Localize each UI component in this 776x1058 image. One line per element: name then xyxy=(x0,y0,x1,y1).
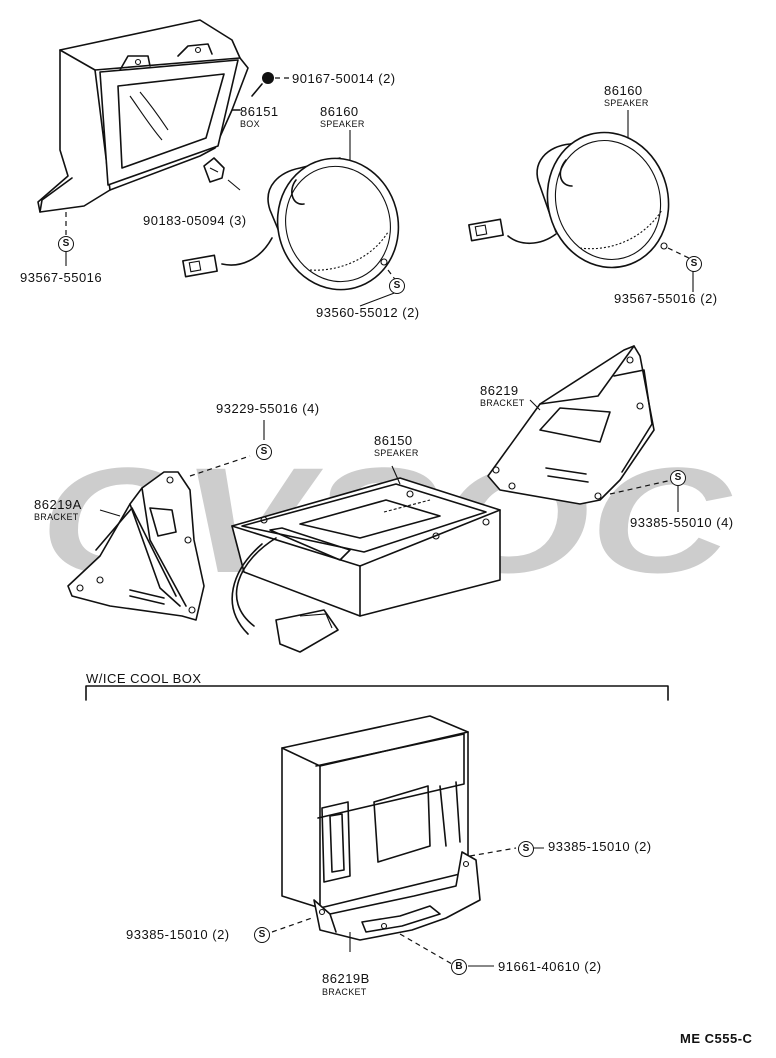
leader-86219 xyxy=(529,399,541,411)
speaker-86160-left xyxy=(182,157,400,291)
part-number-93567-right: 93567-55016 (2) xyxy=(614,291,718,306)
part-number-93567-left: 93567-55016 xyxy=(20,270,103,285)
part-number-86219a: 86219A xyxy=(34,497,82,512)
bracket-86219 xyxy=(487,345,655,505)
leader-91661 xyxy=(399,933,453,965)
clip-90183 xyxy=(203,157,225,183)
leader-86219a xyxy=(99,509,121,517)
leader-90183 xyxy=(227,179,241,191)
bracket-86219a xyxy=(67,471,205,621)
part-name-86150: SPEAKER xyxy=(374,448,419,458)
leader-93385-55010 xyxy=(609,479,673,495)
s-symbol-93385-15010-right: S xyxy=(518,841,534,857)
section-title: W/ICE COOL BOX xyxy=(86,671,202,686)
part-number-93385-15010-left: 93385-15010 (2) xyxy=(126,927,230,942)
b-symbol-91661: B xyxy=(451,959,467,975)
speaker-86150 xyxy=(231,477,501,653)
speaker-86160-right xyxy=(468,131,670,269)
part-number-86219: 86219 xyxy=(480,383,519,398)
part-number-93385-55010: 93385-55010 (4) xyxy=(630,515,734,530)
part-number-90183: 90183-05094 (3) xyxy=(143,213,247,228)
part-number-93560: 93560-55012 (2) xyxy=(316,305,420,320)
s-symbol-93567-right: S xyxy=(686,256,702,272)
leader-93229 xyxy=(189,455,251,477)
screw-90167 xyxy=(251,72,292,97)
s-symbol-93229: S xyxy=(256,444,272,460)
speaker-box-86151 xyxy=(37,19,249,213)
ice-cool-box xyxy=(281,715,481,941)
part-number-93385-15010-right: 93385-15010 (2) xyxy=(548,839,652,854)
part-number-86150: 86150 xyxy=(374,433,413,448)
part-number-86160-right: 86160 xyxy=(604,83,643,98)
leader-93385-15010-left xyxy=(271,917,313,933)
leader-93560-b xyxy=(359,291,398,307)
part-name-86160-left: SPEAKER xyxy=(320,119,365,129)
part-name-86151: BOX xyxy=(240,119,260,129)
leader-93385-15010-right xyxy=(469,847,517,857)
leader-93567-right xyxy=(667,247,694,261)
section-bracket xyxy=(85,685,669,701)
s-symbol-93385-55010: S xyxy=(670,470,686,486)
part-number-90167: 90167-50014 (2) xyxy=(292,71,396,86)
part-name-86219a: BRACKET xyxy=(34,512,79,522)
leader-86150 xyxy=(391,465,401,485)
diagram-code: ME C555-C xyxy=(680,1031,753,1046)
part-number-86160-left: 86160 xyxy=(320,104,359,119)
part-number-86151: 86151 xyxy=(240,104,279,119)
part-name-86219: BRACKET xyxy=(480,398,525,408)
part-number-91661: 91661-40610 (2) xyxy=(498,959,602,974)
part-number-93229: 93229-55016 (4) xyxy=(216,401,320,416)
part-name-86219b: BRACKET xyxy=(322,987,367,997)
part-number-86219b: 86219B xyxy=(322,971,370,986)
s-symbol-93560: S xyxy=(389,278,405,294)
part-name-86160-right: SPEAKER xyxy=(604,98,649,108)
s-symbol-93385-15010-left: S xyxy=(254,927,270,943)
s-symbol-93567-left: S xyxy=(58,236,74,252)
